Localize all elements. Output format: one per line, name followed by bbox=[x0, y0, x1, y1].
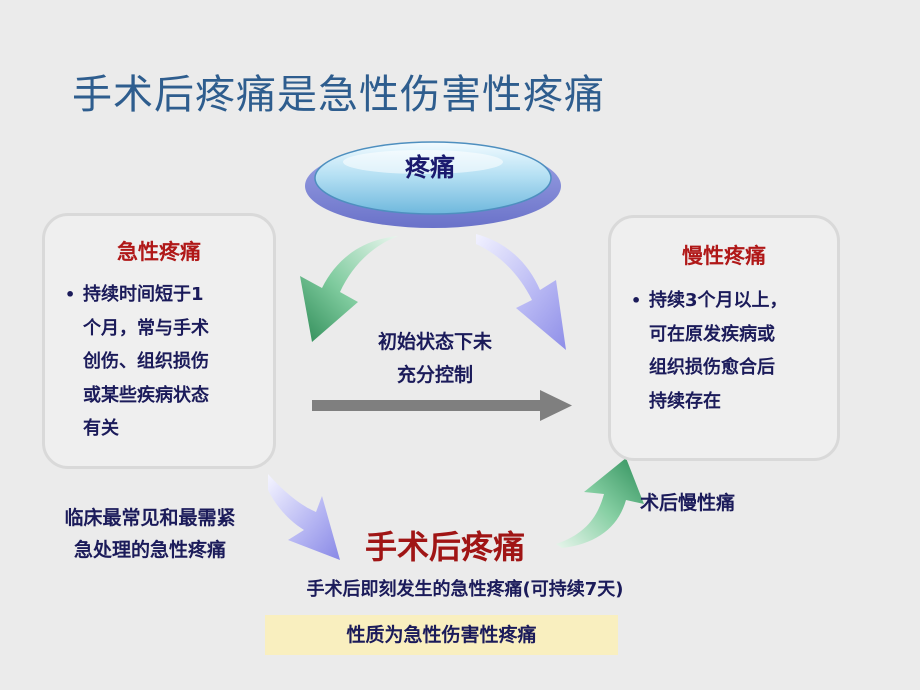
clinical-note-line: 急处理的急性疼痛 bbox=[73, 539, 226, 561]
arrow-postop-to-chronic-icon bbox=[556, 458, 644, 548]
postop-pain-definition: 手术后即刻发生的急性疼痛(可持续7天) bbox=[306, 579, 624, 600]
clinical-note: 临床最常见和最需紧 急处理的急性疼痛 bbox=[30, 502, 270, 566]
acute-line: 创伤、组织损伤 bbox=[83, 351, 209, 372]
page-title: 手术后疼痛是急性伤害性疼痛 bbox=[72, 72, 605, 118]
acute-pain-title: 急性疼痛 bbox=[117, 240, 201, 264]
chronic-line: 持续存在 bbox=[649, 390, 721, 412]
acute-line: 有关 bbox=[83, 418, 119, 439]
postop-chronic-note: 术后慢性痛 bbox=[640, 492, 736, 514]
arrow-acute-to-chronic-icon bbox=[312, 390, 572, 421]
bullet-icon: • bbox=[631, 291, 642, 310]
arrow-to-postop-icon bbox=[268, 474, 340, 560]
transition-label: 初始状态下未 充分控制 bbox=[350, 326, 520, 392]
arrow-to-acute-icon bbox=[300, 236, 398, 342]
pain-nature-banner: 性质为急性伤害性疼痛 bbox=[265, 615, 618, 655]
chronic-pain-description: • 持续3个月以上， 可在原发疾病或 组织损伤愈合后 持续存在 bbox=[611, 284, 837, 418]
chronic-line: 可在原发疾病或 bbox=[649, 323, 775, 345]
acute-pain-description: • 持续时间短于1 个月，常与手术 创伤、组织损伤 或某些疾病状态 有关 bbox=[45, 278, 273, 446]
chronic-pain-box: 慢性疼痛 • 持续3个月以上， 可在原发疾病或 组织损伤愈合后 持续存在 bbox=[608, 215, 840, 461]
chronic-line: 持续3个月以上， bbox=[649, 290, 788, 311]
clinical-note-line: 临床最常见和最需紧 bbox=[64, 507, 236, 529]
chronic-line: 组织损伤愈合后 bbox=[649, 357, 775, 378]
transition-line: 充分控制 bbox=[396, 364, 473, 386]
transition-line: 初始状态下未 bbox=[377, 331, 492, 353]
arrow-to-chronic-icon bbox=[476, 234, 566, 350]
postop-pain-term: 手术后疼痛 bbox=[364, 528, 525, 566]
chronic-pain-title: 慢性疼痛 bbox=[682, 244, 766, 268]
pain-label: 疼痛 bbox=[404, 153, 455, 182]
bullet-icon: • bbox=[65, 285, 76, 304]
acute-pain-box: 急性疼痛 • 持续时间短于1 个月，常与手术 创伤、组织损伤 或某些疾病状态 有… bbox=[42, 213, 276, 469]
acute-line: 或某些疾病状态 bbox=[83, 384, 209, 406]
acute-line: 个月，常与手术 bbox=[83, 317, 209, 339]
pain-ellipse bbox=[305, 141, 561, 228]
acute-line: 持续时间短于1 bbox=[83, 284, 204, 305]
